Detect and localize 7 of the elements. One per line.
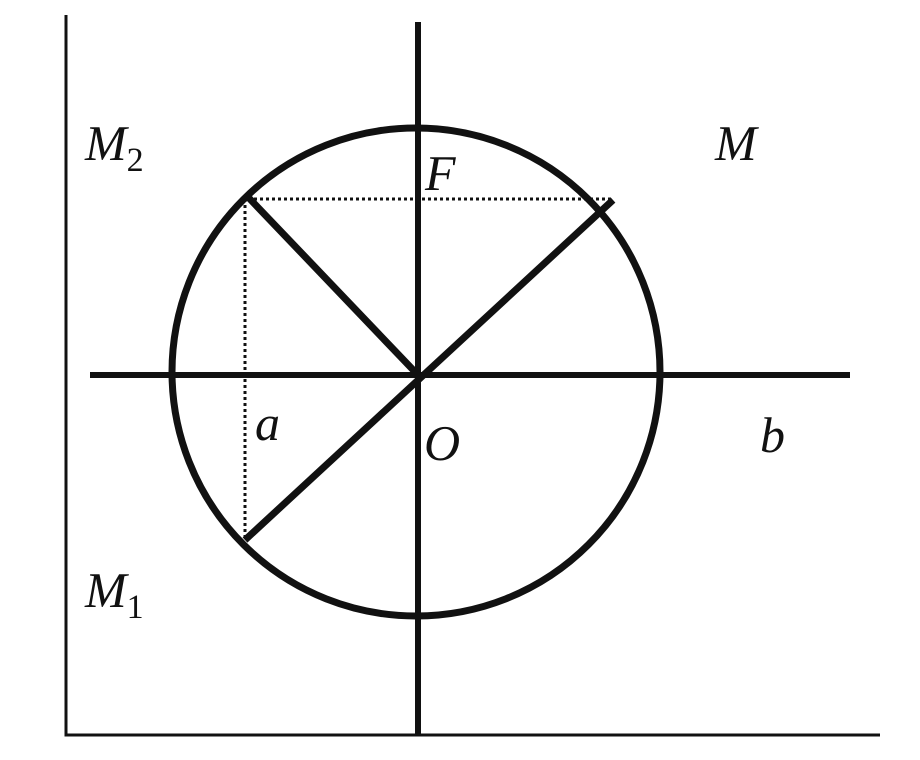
point-label: M$_{1}$ xyxy=(85,565,144,625)
axis-label: a xyxy=(255,398,280,448)
point-label: M xyxy=(715,118,757,168)
axis-label: b xyxy=(760,410,785,460)
point-label: M$_{2}$ xyxy=(85,118,144,178)
point-label: O xyxy=(424,418,460,468)
point-label: F xyxy=(425,148,456,198)
